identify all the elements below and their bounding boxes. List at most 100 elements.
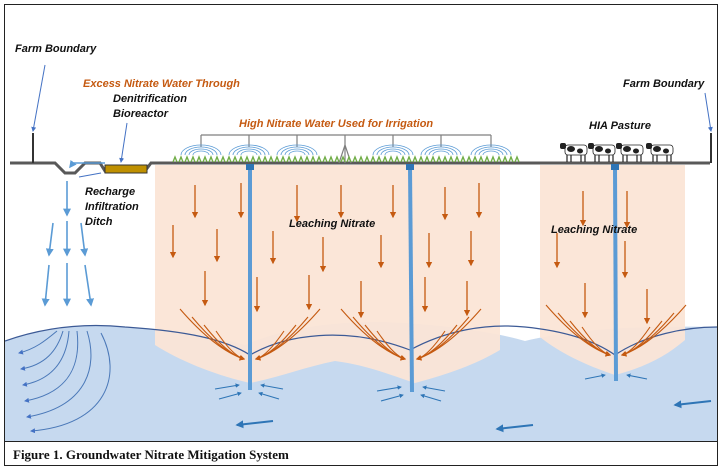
spray-arc: [372, 144, 414, 156]
capture-arrow: [620, 326, 651, 357]
spray-arc: [280, 146, 314, 156]
crop-plant: [364, 155, 370, 163]
crop-plant: [412, 155, 418, 163]
crop-plant: [178, 155, 184, 163]
crop-plant: [394, 155, 400, 163]
crop-plant: [334, 155, 340, 163]
crop-plant: [322, 155, 328, 163]
spray-arc: [420, 144, 462, 156]
crop-plant: [352, 155, 358, 163]
capture-arrow: [581, 326, 612, 357]
well-inflow-arrows: [214, 373, 648, 402]
crop-plant: [406, 155, 412, 163]
spray-arc: [424, 146, 458, 156]
recharge-flow-lines: [18, 330, 111, 434]
spray-arc: [188, 148, 214, 156]
crop-plant: [430, 155, 436, 163]
crop-plant: [328, 155, 334, 163]
spray-arc: [288, 150, 306, 156]
caption-bar: Figure 1. Groundwater Nitrate Mitigation…: [5, 441, 717, 465]
spray-arc: [384, 150, 402, 156]
spray-arc: [228, 144, 270, 156]
well-pipe-icon: [248, 166, 618, 393]
irrigation-manifold: [200, 134, 492, 164]
crop-plant: [454, 155, 460, 163]
crop-plant: [490, 155, 496, 163]
crop-plant: [190, 155, 196, 163]
infiltration-label: Infiltration: [85, 201, 139, 213]
crop-plant: [502, 155, 508, 163]
crop-plant: [424, 155, 430, 163]
capture-arrow: [376, 330, 407, 361]
crop-plant: [382, 155, 388, 163]
crop-plant: [448, 155, 454, 163]
crop-plant: [478, 155, 484, 163]
crop-plant: [370, 155, 376, 163]
sprinkler-icon: [180, 144, 512, 156]
spray-arc: [180, 144, 222, 156]
spray-arc: [470, 144, 512, 156]
crop-plant: [316, 155, 322, 163]
spray-arc: [232, 146, 266, 156]
crop-plant: [184, 155, 190, 163]
crop-row: [172, 155, 520, 163]
bioreactor-label: Bioreactor: [113, 108, 169, 120]
leaching-nitrate-label-2: Leaching Nitrate: [551, 224, 637, 236]
leach-zone-right: [540, 165, 685, 375]
spray-arc: [276, 144, 318, 156]
crop-plant: [274, 155, 280, 163]
figure-caption: Figure 1. Groundwater Nitrate Mitigation…: [13, 447, 289, 462]
regional-flow-arrows: [235, 400, 712, 433]
crop-plant: [472, 155, 478, 163]
crop-plant: [346, 155, 352, 163]
crop-plant: [418, 155, 424, 163]
cow: [646, 143, 674, 162]
spray-arc: [428, 148, 454, 156]
bioreactor: [104, 164, 148, 174]
spray-arc: [192, 150, 210, 156]
crop-plant: [340, 155, 346, 163]
capture-arrows: [179, 304, 687, 361]
crop-plant: [256, 155, 262, 163]
crop-plant: [298, 155, 304, 163]
spray-arc: [376, 146, 410, 156]
crop-plant: [358, 155, 364, 163]
spray-arc: [380, 148, 406, 156]
spray-arc: [236, 148, 262, 156]
spray-arc: [482, 150, 500, 156]
crop-plant: [442, 155, 448, 163]
ditch-label: Ditch: [85, 216, 113, 228]
spray-arc: [478, 148, 504, 156]
crop-plant: [388, 155, 394, 163]
cow: [588, 143, 616, 162]
crop-plant: [496, 155, 502, 163]
crop-plant: [232, 155, 238, 163]
crop-plant: [268, 155, 274, 163]
crop-plant: [400, 155, 406, 163]
capture-arrow: [215, 330, 246, 361]
spray-arc: [240, 150, 258, 156]
leach-zone-left: [155, 165, 500, 383]
spray-arc: [432, 150, 450, 156]
crop-plant: [208, 155, 214, 163]
crop-plant: [304, 155, 310, 163]
leaching-nitrate-label-1: Leaching Nitrate: [289, 218, 375, 230]
crop-plant: [508, 155, 514, 163]
spray-arc: [284, 148, 310, 156]
crop-plant: [220, 155, 226, 163]
crop-plant: [292, 155, 298, 163]
crop-plant: [514, 155, 520, 163]
crop-plant: [484, 155, 490, 163]
crop-plant: [172, 155, 178, 163]
crop-plant: [280, 155, 286, 163]
recharge-label: Recharge: [85, 186, 135, 198]
farm-boundary-left-label: Farm Boundary: [15, 43, 97, 55]
leaching-arrows: [169, 183, 651, 325]
crop-plant: [196, 155, 202, 163]
crop-plant: [250, 155, 256, 163]
crop-plant: [238, 155, 244, 163]
recharge-arrows: [41, 181, 95, 307]
denitrification-label: Denitrification: [113, 93, 187, 105]
capture-arrow: [254, 330, 285, 361]
capture-arrow: [415, 330, 446, 361]
